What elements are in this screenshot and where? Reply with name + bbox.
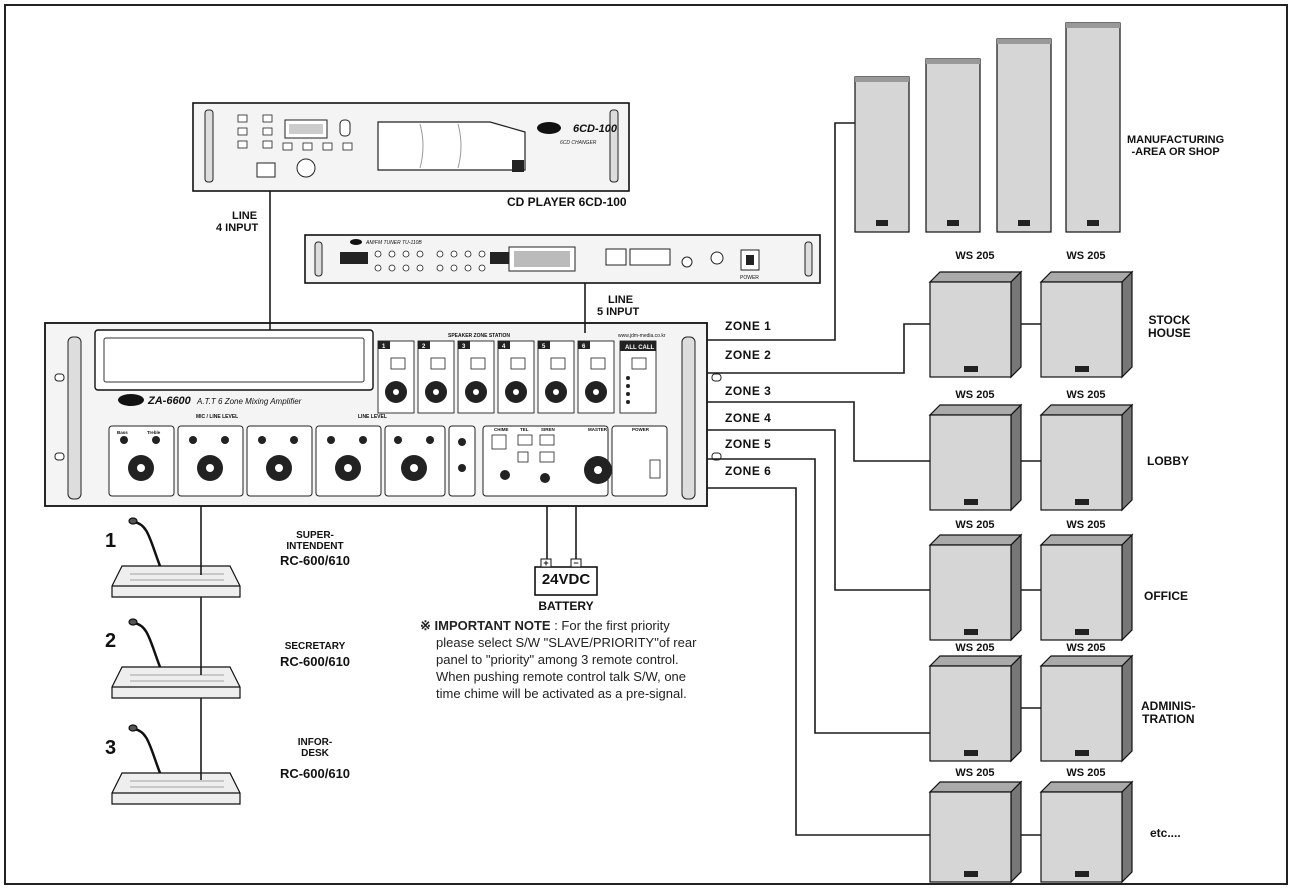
line-5-input-label: 5 INPUT xyxy=(597,306,640,318)
battery-voltage: 24VDC xyxy=(541,571,591,588)
box-speakers xyxy=(928,270,1134,884)
important-note: ※ IMPORTANT NOTE : For the first priorit… xyxy=(420,617,750,702)
area-etc: etc.... xyxy=(1150,826,1181,840)
svg-text:5: 5 xyxy=(542,344,546,350)
signal-wires xyxy=(200,122,1041,836)
svg-text:4: 4 xyxy=(502,344,506,350)
svg-text:6: 6 xyxy=(582,344,586,350)
svg-text:ZA-6600: ZA-6600 xyxy=(147,395,192,407)
remote-2-role: SECRETARY xyxy=(284,641,346,652)
speaker-model-label: WS 205 xyxy=(955,250,995,262)
note-text: panel to "priority" among 3 remote contr… xyxy=(436,652,679,667)
remote-consoles xyxy=(111,517,241,805)
column-speakers xyxy=(854,22,1121,233)
svg-text:ALL CALL: ALL CALL xyxy=(625,345,655,351)
speaker-model-label: WS 205 xyxy=(1066,519,1106,531)
speaker-model-label: WS 205 xyxy=(955,389,995,401)
line-4-label: LINE xyxy=(232,210,258,222)
svg-text:MASTER: MASTER xyxy=(588,427,608,432)
area-manufacturing: MANUFACTURING-AREA OR SHOP xyxy=(1127,134,1225,159)
remote-2-model: RC-600/610 xyxy=(279,654,351,669)
note-first-line: ※ IMPORTANT NOTE : For the first priorit… xyxy=(420,617,750,634)
svg-text:3: 3 xyxy=(462,344,466,350)
svg-text:TEL: TEL xyxy=(520,427,529,432)
cd-player-unit: 6CD-100 6CD CHANGER xyxy=(192,102,630,192)
remote-1-number: 1 xyxy=(105,530,117,552)
remote-3-role: INFOR-DESK xyxy=(297,737,333,759)
tuner-unit: AM/FM TUNER TU-110B POWER xyxy=(304,234,821,284)
svg-text:1: 1 xyxy=(382,344,386,350)
svg-text:www.jdm-media.co.kr: www.jdm-media.co.kr xyxy=(618,333,666,339)
speaker-model-label: WS 205 xyxy=(955,642,995,654)
svg-text:6CD CHANGER: 6CD CHANGER xyxy=(560,140,597,146)
svg-text:2: 2 xyxy=(422,344,426,350)
remote-1-model: RC-600/610 xyxy=(279,553,351,568)
remote-3-model: RC-600/610 xyxy=(279,766,351,781)
zone-2-label: ZONE 2 xyxy=(725,348,772,362)
remote-3-number: 3 xyxy=(105,737,117,759)
svg-text:A.T.T 6 Zone Mixing Amplifier: A.T.T 6 Zone Mixing Amplifier xyxy=(196,397,302,406)
svg-text:AM/FM TUNER TU-110B: AM/FM TUNER TU-110B xyxy=(365,240,422,246)
speaker-model-label: WS 205 xyxy=(1066,642,1106,654)
battery-label: BATTERY xyxy=(538,599,594,613)
svg-text:SPEAKER ZONE STATION: SPEAKER ZONE STATION xyxy=(448,333,510,339)
note-text: time chime will be activated as a pre-si… xyxy=(436,686,687,701)
battery: + − xyxy=(534,558,598,596)
speaker-model-label: WS 205 xyxy=(955,519,995,531)
svg-text:POWER: POWER xyxy=(740,275,759,281)
speaker-model-label: WS 205 xyxy=(955,767,995,779)
svg-text:SIREN: SIREN xyxy=(541,427,555,432)
area-administration: ADMINIS-TRATION xyxy=(1141,699,1196,727)
line-4-input-label: 4 INPUT xyxy=(216,222,259,234)
svg-text:Treble: Treble xyxy=(147,430,161,435)
note-title: IMPORTANT NOTE xyxy=(434,618,551,633)
zone-1-label: ZONE 1 xyxy=(725,319,772,333)
cd-player-label: CD PLAYER 6CD-100 xyxy=(507,195,627,209)
zone-4-label: ZONE 4 xyxy=(725,411,772,425)
area-office: OFFICE xyxy=(1144,589,1188,603)
line-5-label: LINE xyxy=(608,294,634,306)
note-mark: ※ xyxy=(420,618,431,633)
svg-text:−: − xyxy=(573,558,578,568)
speaker-model-label: WS 205 xyxy=(1066,767,1106,779)
svg-text:MIC / LINE LEVEL: MIC / LINE LEVEL xyxy=(196,414,238,420)
area-lobby: LOBBY xyxy=(1147,454,1189,468)
svg-text:+: + xyxy=(543,558,548,568)
zone-3-label: ZONE 3 xyxy=(725,384,772,398)
svg-text:Bass: Bass xyxy=(117,430,128,435)
outer-frame xyxy=(4,4,1288,885)
svg-text:LINE LEVEL: LINE LEVEL xyxy=(358,414,387,420)
amplifier-unit: ZA-6600 A.T.T 6 Zone Mixing Amplifier MI… xyxy=(44,322,722,507)
remote-1-role: SUPER-INTENDENT xyxy=(286,530,344,552)
remote-2-number: 2 xyxy=(105,630,117,652)
speaker-model-label: WS 205 xyxy=(1066,250,1106,262)
note-text: When pushing remote control talk S/W, on… xyxy=(436,669,687,684)
zone-5-label: ZONE 5 xyxy=(725,437,772,451)
svg-text:6CD-100: 6CD-100 xyxy=(573,123,618,135)
note-text: : For the first priority xyxy=(554,618,670,633)
svg-text:CHIME: CHIME xyxy=(494,427,509,432)
svg-text:POWER: POWER xyxy=(632,427,650,432)
speaker-model-label: WS 205 xyxy=(1066,389,1106,401)
zone-6-label: ZONE 6 xyxy=(725,464,772,478)
note-text: please select S/W "SLAVE/PRIORITY"of rea… xyxy=(436,635,697,650)
